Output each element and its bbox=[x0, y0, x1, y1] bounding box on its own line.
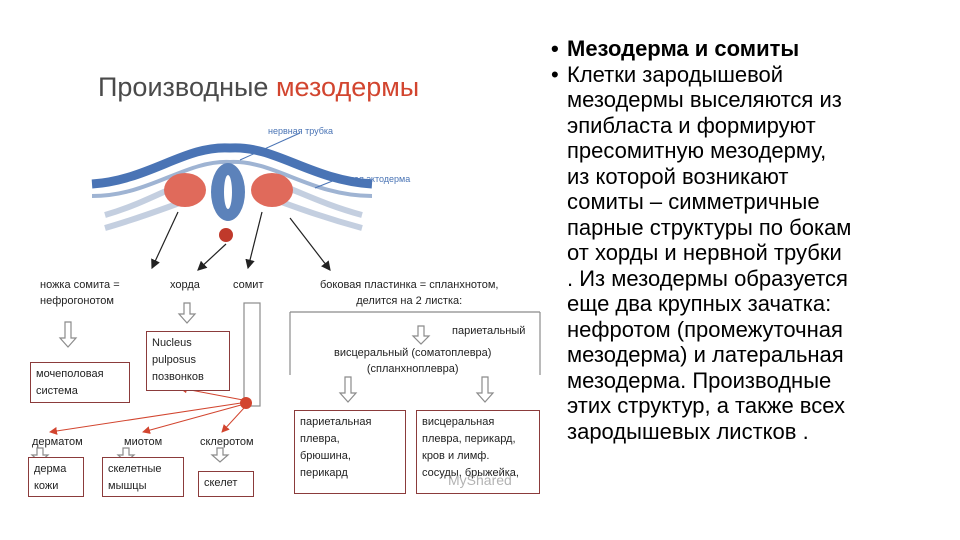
box-muscle-line1: скелетные bbox=[108, 461, 178, 478]
somite-stalk-line1: ножка сомита = bbox=[40, 277, 120, 293]
box-nucleus-pulposus: Nucleus pulposus позвонков bbox=[146, 331, 230, 391]
box-genital-system: мочеполовая система bbox=[30, 362, 130, 403]
box-derma-line2: кожи bbox=[34, 478, 78, 495]
body-line: парные структуры по бокам bbox=[567, 215, 955, 241]
box-nucleus-line1: Nucleus bbox=[152, 335, 224, 352]
label-arrows bbox=[152, 212, 330, 270]
sclerotome-label: склеротом bbox=[200, 434, 254, 450]
embryo-cross-section bbox=[92, 133, 372, 242]
ectoderm-label: кожная эктодерма bbox=[334, 174, 410, 184]
box-parietal-line3: брюшина, bbox=[300, 448, 400, 465]
box-parietal-derivatives: париетальная плевра, брюшина, перикард bbox=[294, 410, 406, 494]
watermark: MyShared bbox=[448, 472, 512, 488]
box-parietal-line2: плевра, bbox=[300, 431, 400, 448]
body-line: из которой возникают bbox=[567, 164, 955, 190]
body-line: сомиты – симметричные bbox=[567, 189, 955, 215]
dermatome-label: дерматом bbox=[32, 434, 83, 450]
somite-label: сомит bbox=[233, 277, 264, 293]
bullet-dot: • bbox=[551, 62, 559, 88]
body-line: мезодерма) и латеральная bbox=[567, 342, 955, 368]
myotome-label: миотом bbox=[124, 434, 162, 450]
visceral-line1: висцеральный (соматоплевра) bbox=[334, 345, 491, 361]
somite-column bbox=[244, 303, 260, 406]
box-visceral-line1: висцеральная bbox=[422, 414, 534, 431]
somite-left bbox=[164, 173, 206, 207]
box-visceral-line3: кров и лимф. bbox=[422, 448, 534, 465]
lateral-plate-line2: делится на 2 листка: bbox=[320, 293, 498, 309]
box-skeleton: скелет bbox=[198, 471, 254, 497]
box-muscle-line2: мышцы bbox=[108, 478, 178, 495]
parietal-label: париетальный bbox=[452, 323, 525, 339]
body-line: эпибласта и формируют bbox=[567, 113, 955, 139]
box-skeleton-line1: скелет bbox=[204, 475, 248, 492]
body-line: мезодерма. Производные bbox=[567, 368, 955, 394]
notochord-label: хорда bbox=[170, 277, 200, 293]
mesoderm-diagram: Производные мезодермы bbox=[0, 0, 560, 540]
body-line: этих структур, а также всех bbox=[567, 393, 955, 419]
visceral-label: висцеральный (соматоплевра) (спланхнопле… bbox=[334, 345, 491, 377]
box-nucleus-line3: позвонков bbox=[152, 369, 224, 386]
body-line: пресомитную мезодерму, bbox=[567, 138, 955, 164]
somite-stalk-label: ножка сомита = нефрогонотом bbox=[40, 277, 120, 309]
body-line: зародышевых листков . bbox=[567, 419, 955, 445]
box-nucleus-line2: pulposus bbox=[152, 352, 224, 369]
bullet-heading: • Мезодерма и сомиты bbox=[545, 36, 955, 62]
text-column: • Мезодерма и сомиты • Клетки зародышево… bbox=[545, 36, 955, 444]
box-derma: дерма кожи bbox=[28, 457, 84, 497]
box-genital-line2: система bbox=[36, 383, 124, 400]
lateral-plate-line1: боковая пластинка = спланхнотом, bbox=[320, 277, 498, 293]
box-muscles: скелетные мышцы bbox=[102, 457, 184, 497]
box-derma-line1: дерма bbox=[34, 461, 78, 478]
lateral-plate-label: боковая пластинка = спланхнотом, делится… bbox=[320, 277, 498, 309]
body-line: еще два крупных зачатка: bbox=[567, 291, 955, 317]
box-visceral-line2: плевра, перикард, bbox=[422, 431, 534, 448]
box-parietal-line1: париетальная bbox=[300, 414, 400, 431]
body-line: мезодермы выселяются из bbox=[567, 87, 955, 113]
box-parietal-line4: перикард bbox=[300, 465, 400, 482]
body-line: от хорды и нервной трубки bbox=[567, 240, 955, 266]
bullet-dot: • bbox=[551, 36, 559, 62]
somite-right bbox=[251, 173, 293, 207]
somite-branch-point bbox=[240, 397, 252, 409]
somite-stalk-line2: нефрогонотом bbox=[40, 293, 120, 309]
body-line: Клетки зародышевой bbox=[567, 62, 955, 88]
heading-text: Мезодерма и сомиты bbox=[567, 36, 799, 61]
body-line: . Из мезодермы образуется bbox=[567, 266, 955, 292]
box-genital-line1: мочеполовая bbox=[36, 366, 124, 383]
visceral-line2: (спланхноплевра) bbox=[334, 361, 491, 377]
neural-tube-label: нервная трубка bbox=[268, 126, 333, 136]
body-line: нефротом (промежуточная bbox=[567, 317, 955, 343]
notochord-dot bbox=[219, 228, 233, 242]
